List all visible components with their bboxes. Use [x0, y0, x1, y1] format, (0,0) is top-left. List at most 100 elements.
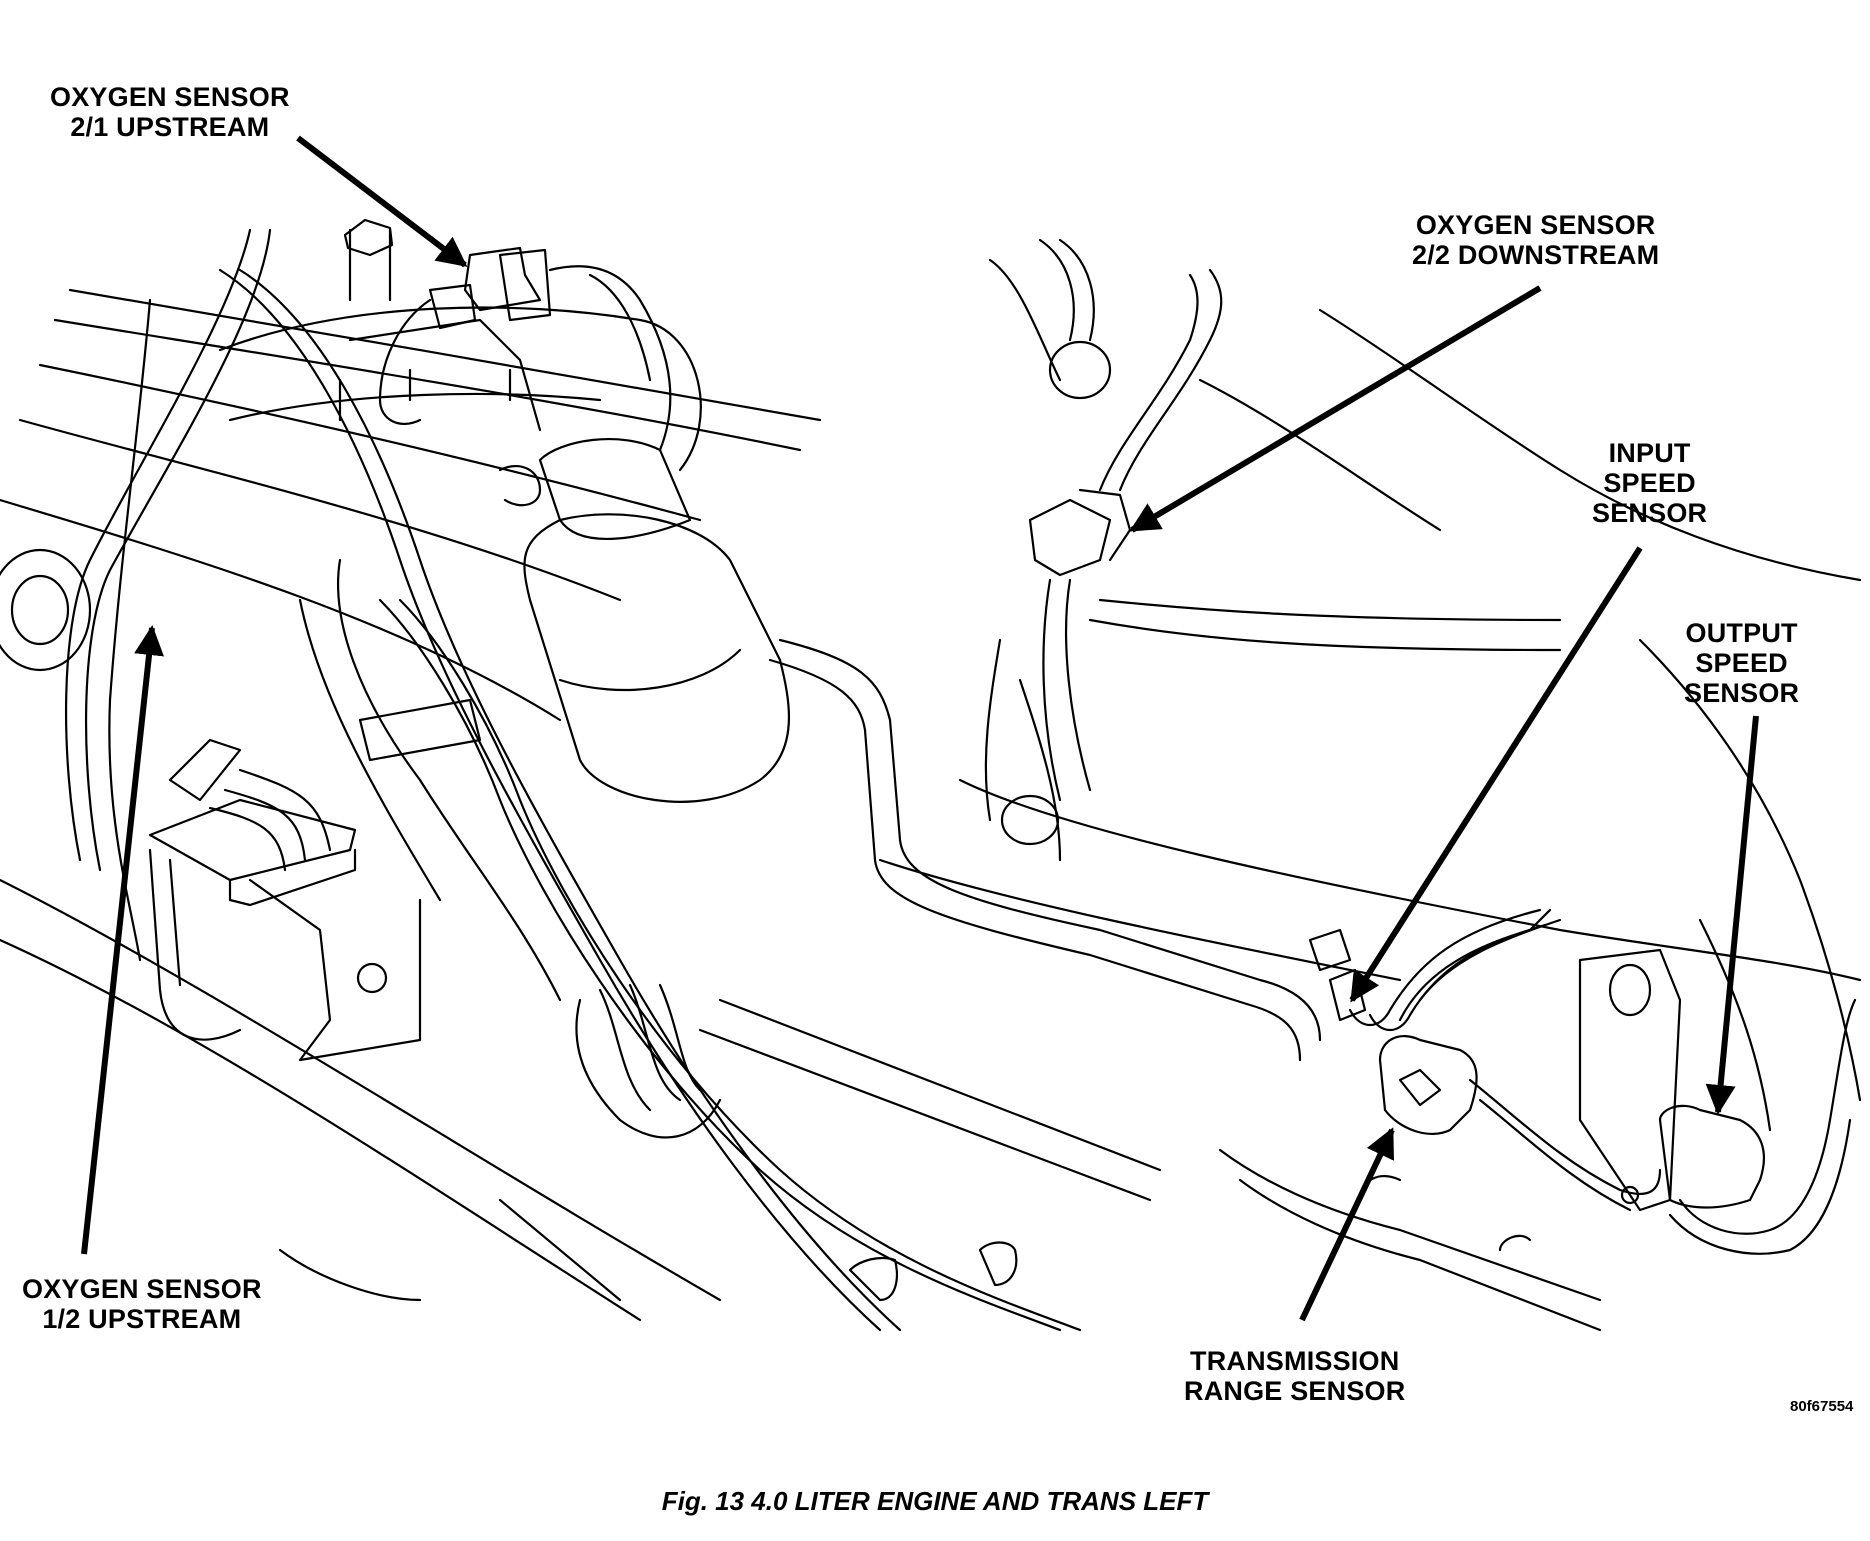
axle-shaft: [700, 1000, 1160, 1200]
boot-end-cap: [850, 1258, 897, 1300]
wire-bundle: [66, 230, 250, 860]
transmission-range-sensor-plug: [1400, 1070, 1440, 1105]
trans-line: [1090, 600, 1560, 650]
boot-end-cap: [980, 1243, 1016, 1286]
frame-line: [70, 290, 820, 420]
o2-2-1-connector-body: [500, 250, 550, 320]
leader-arrow-o2-2-2-downstream: [1129, 288, 1540, 530]
callout-line: OXYGEN SENSOR: [1415, 210, 1656, 240]
callout-line: SPEED: [1695, 648, 1788, 678]
trs-wire: [1480, 1100, 1630, 1210]
wire-loom: [590, 275, 650, 380]
cable: [380, 600, 1060, 1330]
trans-housing-boss: [1050, 342, 1110, 398]
callout-leaders: [84, 138, 1756, 1320]
wire-loom: [380, 300, 430, 424]
output-speed-sensor-body: [1660, 1106, 1764, 1208]
trans-housing: [1640, 640, 1860, 1100]
bellhousing-edge: [300, 600, 440, 900]
o2-2-2-connector: [1080, 490, 1130, 560]
oss-wire-loom: [1680, 1000, 1855, 1234]
leader-arrow-output-speed-sensor: [1705, 716, 1756, 1115]
bracket: [250, 880, 420, 1060]
trans-pan-bolt: [1360, 1176, 1530, 1250]
callout-o2-sensor-2-2-downstream: OXYGEN SENSOR 2/2 DOWNSTREAM: [1412, 210, 1659, 270]
trans-housing: [986, 640, 1060, 860]
manifold-slot: [340, 370, 510, 420]
mount-bracket: [1580, 950, 1680, 1210]
cable: [400, 600, 1080, 1330]
trs-wire: [1470, 1080, 1660, 1194]
oss-wire-loom: [1670, 1120, 1850, 1254]
trans-pan-rail: [960, 780, 1860, 980]
exhaust-clamp: [540, 439, 690, 539]
o2-2-1-connector-mate: [430, 285, 475, 328]
callout-line: SENSOR: [1592, 498, 1708, 528]
o2-2-2-wire-loom: [1120, 270, 1221, 490]
callout-line: RANGE SENSOR: [1184, 1376, 1406, 1406]
callout-line: OUTPUT: [1685, 618, 1798, 648]
cooler-fitting: [1310, 930, 1350, 970]
harness-lead: [1420, 920, 1560, 1000]
mount-bracket-hole: [1622, 1187, 1638, 1203]
exhaust-manifold: [220, 308, 701, 470]
multi-pin-connector-body: [150, 800, 355, 880]
callout-output-speed-sensor: OUTPUT SPEED SENSOR: [1684, 618, 1799, 708]
multi-pin-connector-body: [230, 850, 355, 905]
crossmember: [500, 1200, 620, 1300]
stud-nut: [345, 220, 392, 255]
callout-line: SPEED: [1603, 468, 1696, 498]
trans-pan: [1220, 1150, 1600, 1300]
bellhousing-edge: [338, 560, 560, 1000]
callout-line: INPUT: [1608, 438, 1691, 468]
trans-housing: [990, 260, 1060, 380]
o2-2-2-lead: [1043, 580, 1090, 800]
o2-2-2-wire-loom: [1100, 275, 1198, 490]
o2-2-1-connector-body: [465, 248, 540, 310]
wire-harness: [240, 270, 900, 1330]
leader-arrow-input-speed-sensor: [1352, 548, 1640, 1003]
figure-caption: Fig. 13 4.0 LITER ENGINE AND TRANS LEFT: [661, 1486, 1209, 1516]
o2-2-2-connector: [1030, 500, 1110, 575]
leader-arrow-transmission-range-sensor: [1302, 1127, 1392, 1320]
trans-pan: [1240, 1180, 1600, 1330]
trans-housing-boss: [1002, 796, 1058, 844]
mount-bracket-hole: [1610, 965, 1650, 1015]
trans-housing: [1200, 380, 1440, 530]
leader-arrow-o2-2-1-upstream: [298, 138, 468, 265]
trans-housing: [1320, 310, 1860, 580]
boot-ribs: [600, 985, 700, 1110]
cable-clip: [360, 700, 480, 760]
frame-line: [20, 420, 620, 600]
hub: [0, 550, 90, 670]
callout-line: TRANSMISSION: [1190, 1346, 1400, 1376]
manifold-flange: [350, 320, 540, 430]
trans-housing: [1040, 240, 1094, 340]
callout-line: OXYGEN SENSOR: [50, 82, 290, 112]
stud: [350, 230, 390, 300]
trans-housing: [1700, 920, 1770, 1130]
wire-loom: [550, 266, 670, 450]
connector-wires: [210, 770, 330, 870]
callout-line: 2/1 UPSTREAM: [70, 112, 270, 142]
wire-bundle: [86, 230, 270, 870]
input-speed-wire-loom: [1350, 910, 1540, 1025]
figure-id: 80f67554: [1790, 1398, 1854, 1415]
frame-line: [40, 365, 700, 520]
trans-cooler-line: [770, 660, 1300, 1060]
callout-o2-sensor-2-1-upstream: OXYGEN SENSOR 2/1 UPSTREAM: [50, 82, 290, 142]
transmission-range-sensor-body: [1380, 1036, 1477, 1134]
catalytic-converter: [524, 514, 788, 802]
trans-cooler-line: [780, 640, 1320, 1040]
callout-line: SENSOR: [1684, 678, 1800, 708]
frame-line: [55, 320, 800, 450]
hub-inner: [12, 576, 68, 644]
callout-transmission-range-sensor: TRANSMISSION RANGE SENSOR: [1184, 1346, 1405, 1406]
leader-arrow-o2-1-2-upstream: [84, 625, 164, 1254]
callout-input-speed-sensor: INPUT SPEED SENSOR: [1592, 438, 1707, 528]
boot: [576, 1000, 720, 1137]
crossmember: [280, 1250, 420, 1300]
crossmember: [0, 940, 640, 1320]
